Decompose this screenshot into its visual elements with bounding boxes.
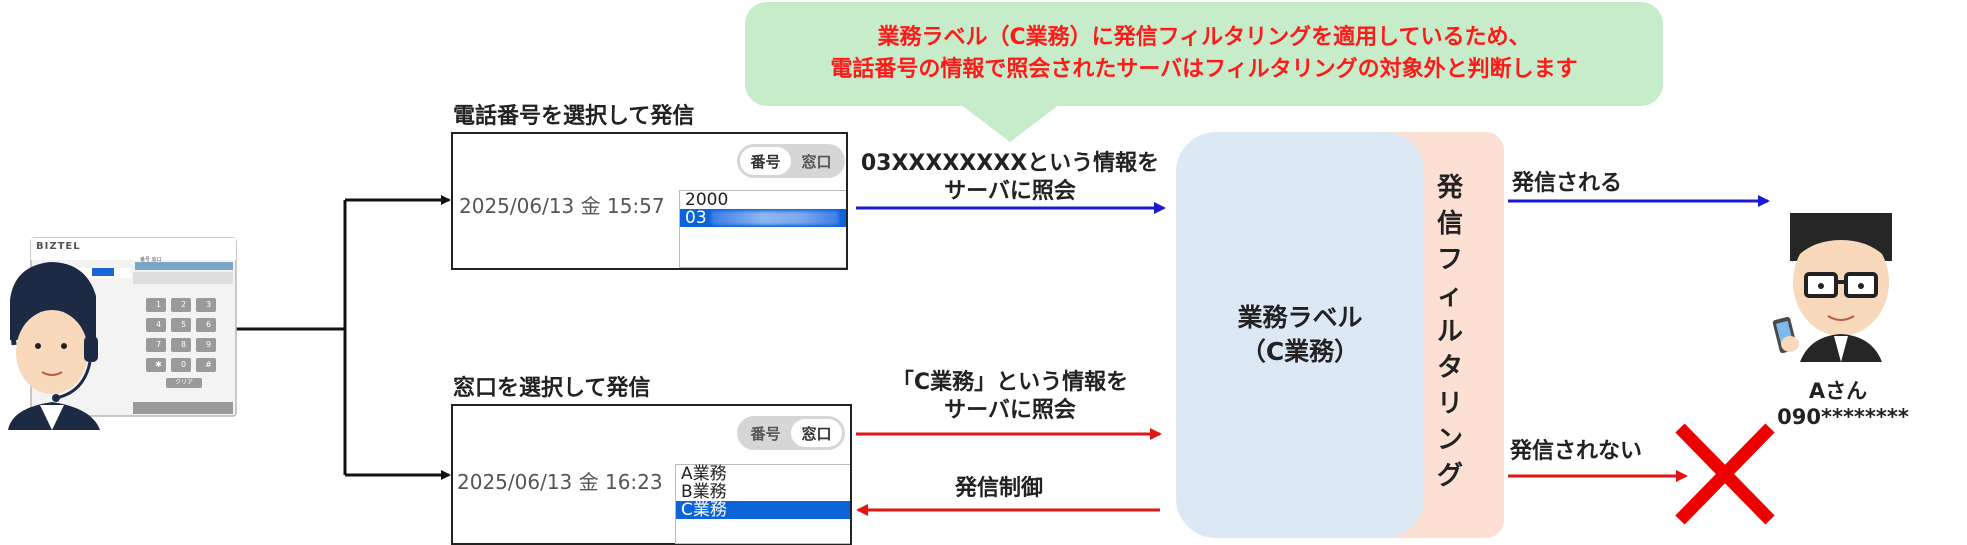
branch-connector (236, 195, 451, 480)
window-dial-panel: 番号 窓口 2025/06/13 金 16:23 A業務 B業務 C業務 (451, 404, 852, 545)
outbound-filter-label: 発 信 フ ィ ル タ リ ン グ (1430, 170, 1470, 494)
filter-char: フ (1436, 245, 1463, 275)
bottom-query-line-1: 「C業務」という情報を (891, 370, 1129, 395)
filter-char: グ (1436, 461, 1463, 491)
mode-toggle[interactable]: 番号 窓口 (737, 416, 845, 450)
callout-line-2: 電話番号の情報で照会されたサーバはフィルタリングの対象外と判断します (830, 57, 1578, 82)
filter-char: ル (1436, 317, 1463, 347)
recipient-number: 090******** (1777, 405, 1909, 429)
call-datetime: 2025/06/13 金 16:23 (457, 470, 663, 494)
toggle-number[interactable]: 番号 (740, 147, 791, 175)
business-label-line-2: （C業務） (1240, 337, 1360, 366)
number-dial-panel: 番号 窓口 2025/06/13 金 15:57 2000 03 (451, 132, 848, 270)
call-datetime: 2025/06/13 金 15:57 (459, 194, 665, 218)
business-label-line-1: 業務ラベル (1237, 303, 1363, 332)
list-item[interactable]: A業務 (681, 464, 727, 484)
callout-box: 業務ラベル（C業務）に発信フィルタリングを適用しているため、 電話番号の情報で照… (745, 2, 1663, 106)
window-list[interactable]: A業務 B業務 C業務 (675, 464, 850, 544)
filter-char: 発 (1436, 173, 1463, 203)
number-list[interactable]: 2000 03 (679, 190, 846, 268)
mini-ui-clear: クリア (174, 379, 193, 386)
blocked-x-icon (1675, 423, 1775, 525)
list-item-selected[interactable]: C業務 (676, 501, 850, 519)
masked-number (710, 211, 839, 225)
filter-char: リ (1436, 389, 1463, 419)
toggle-window[interactable]: 窓口 (801, 152, 832, 171)
recipient-name: Aさん (1808, 379, 1868, 403)
operator-illustration (8, 237, 237, 430)
top-query-line-2: サーバに照会 (944, 179, 1076, 204)
recipient-icon (1772, 213, 1892, 362)
top-query-line-1: 03XXXXXXXXという情報を (860, 151, 1160, 176)
filter-char: タ (1436, 353, 1463, 383)
sent-label: 発信される (1512, 171, 1623, 196)
not-sent-label: 発信されない (1510, 439, 1643, 464)
top-query-text: 03XXXXXXXXという情報を サーバに照会 (852, 150, 1168, 206)
bottom-heading: 窓口を選択して発信 (453, 376, 651, 401)
mode-toggle[interactable]: 番号 窓口 (737, 144, 845, 178)
callout-line-1: 業務ラベル（C業務）に発信フィルタリングを適用しているため、 (877, 25, 1531, 50)
bottom-query-text: 「C業務」という情報を サーバに照会 (852, 369, 1168, 425)
list-item[interactable]: B業務 (681, 482, 727, 502)
filter-char: ン (1436, 425, 1463, 455)
control-label: 発信制御 (955, 476, 1044, 501)
business-label-box: 業務ラベル （C業務） (1176, 132, 1424, 538)
toggle-window[interactable]: 窓口 (791, 419, 842, 447)
mini-ui-brand: BIZTEL (36, 241, 81, 252)
top-heading: 電話番号を選択して発信 (453, 104, 695, 129)
callout-tail (960, 104, 1060, 142)
filter-char: ィ (1436, 281, 1463, 311)
list-item-selected[interactable]: 03 (680, 209, 846, 227)
bottom-query-line-2: サーバに照会 (944, 398, 1076, 423)
toggle-number[interactable]: 番号 (750, 424, 781, 443)
mini-ui-tabs: 番号 窓口 (140, 257, 162, 263)
list-item[interactable]: 2000 (685, 190, 729, 210)
filter-char: 信 (1436, 209, 1463, 239)
